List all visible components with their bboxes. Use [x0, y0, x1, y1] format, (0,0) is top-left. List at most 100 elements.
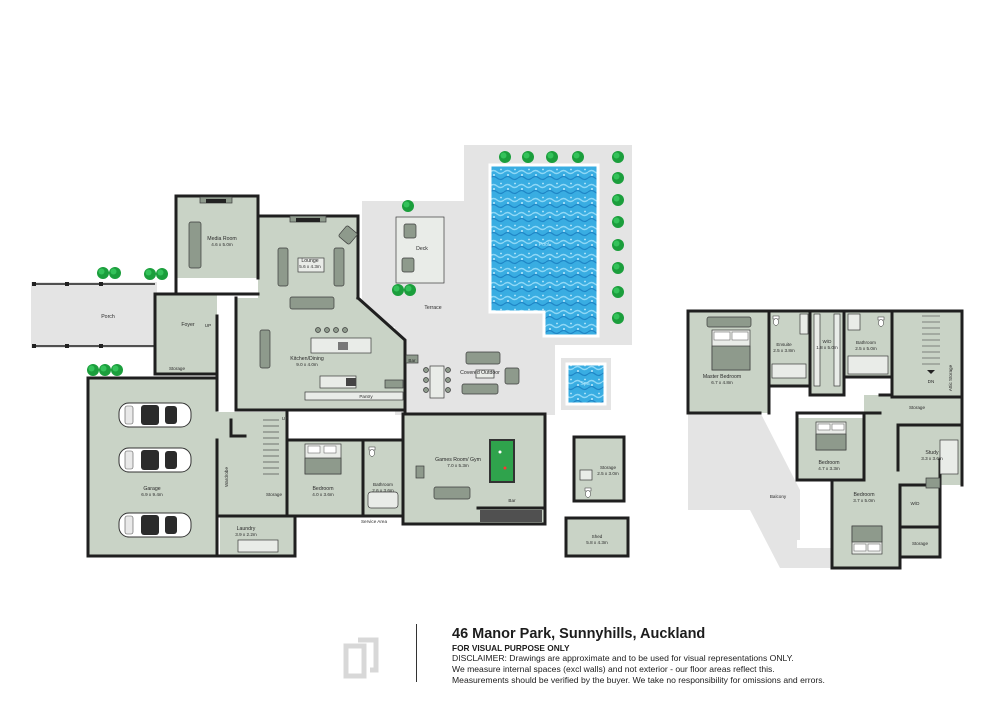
spa-water [565, 362, 607, 406]
label-service-area: Service Area [361, 519, 387, 524]
logo-icon [343, 637, 379, 679]
upper-floor-walls [686, 309, 964, 570]
visual-purpose-note: FOR VISUAL PURPOSE ONLY [452, 643, 570, 653]
label-storage-upper-2: Storage [912, 541, 929, 546]
label-dn: DN [928, 379, 935, 384]
size-bedroom-upper-1: 4.7 x 3.3m [818, 466, 840, 471]
footer-text: 46 Manor Park, Sunnyhills, Auckland FOR … [452, 626, 992, 686]
label-storage-stair: Storage [266, 492, 283, 497]
toilet-icon [584, 487, 592, 498]
storage-outbuilding [574, 437, 624, 501]
label-up-2: UP [282, 416, 288, 421]
tree-icon [546, 151, 558, 163]
label-study: Study [925, 450, 939, 456]
label-wd-master: W/D [823, 339, 833, 344]
size-kitchen: 9.0 x 4.0m [296, 362, 318, 367]
label-garage: Garage [143, 486, 160, 492]
tree-icon [156, 268, 168, 280]
label-ensuite: Ensuite [776, 342, 792, 347]
size-garage: 6.9 x 9.4m [141, 492, 163, 497]
size-study: 3.3 x 3.6m [921, 456, 943, 461]
tree-icon [144, 268, 156, 280]
tree-icon [612, 172, 624, 184]
toilet-icon [877, 316, 885, 327]
label-foyer: Foyer [181, 322, 195, 328]
games-room [403, 414, 545, 524]
label-pool: Pool [539, 242, 549, 248]
covered-outdoor-area [395, 327, 555, 415]
tree-icon [612, 151, 624, 163]
tree-icon [404, 284, 416, 296]
label-wd-upper: W/D [911, 501, 921, 506]
size-shed: 5.8 x 4.3m [586, 540, 608, 545]
pool-table-icon [489, 439, 515, 483]
wd-upper [900, 485, 940, 527]
tree-icon [402, 200, 414, 212]
pool-water [488, 163, 600, 338]
tree-icon [99, 364, 111, 376]
disclaimer-line-2: We measure internal spaces (excl walls) … [452, 664, 775, 674]
tree-icon [109, 267, 121, 279]
label-spa: Spa [580, 381, 589, 387]
label-porch: Porch [101, 314, 115, 320]
label-shed: Shed [592, 534, 603, 539]
label-pantry: Pantry [359, 394, 373, 399]
size-ensuite: 2.5 x 3.8m [773, 348, 795, 353]
sofa-icon [188, 221, 202, 269]
tree-icon [97, 267, 109, 279]
label-bathroom-upper: Bathroom [856, 340, 876, 345]
tree-icon [612, 312, 624, 324]
label-kitchen: Kitchen/Dining [290, 356, 324, 362]
label-bar-1: Bar [408, 358, 416, 363]
size-master-bedroom: 6.7 x 4.8m [711, 380, 733, 385]
label-balcony: Balcony [770, 494, 787, 499]
label-covered-outdoor: Covered Outdoor [460, 370, 500, 376]
label-bathroom-ground: Bathroom [373, 482, 393, 487]
tree-icon [612, 239, 624, 251]
label-terrace: Terrace [424, 305, 441, 311]
size-bedroom-upper-2: 3.7 x 5.0m [853, 498, 875, 503]
shed [566, 518, 628, 556]
disclaimer-line-1: DISCLAIMER: Drawings are approximate and… [452, 653, 794, 663]
upper-floor-furniture [706, 313, 959, 555]
storage-upper-1 [892, 397, 962, 425]
label-storage-out: Storage [600, 465, 617, 470]
label-bedroom-upper-2: Bedroom [853, 492, 874, 498]
size-wd-master: 1.8 x 5.0m [816, 345, 838, 350]
ground-floor-walls [86, 194, 630, 558]
tree-icon [612, 216, 624, 228]
toilet-icon [772, 315, 780, 326]
tree-icon [392, 284, 404, 296]
car-icon [118, 402, 192, 428]
porch-area [31, 282, 157, 348]
label-lounge: Lounge [301, 258, 318, 264]
tree-icon [612, 262, 624, 274]
size-games-room: 7.0 x 5.3m [447, 463, 469, 468]
storage-entry [155, 352, 217, 374]
label-bedroom-upper-1: Bedroom [818, 460, 839, 466]
tree-icon [612, 194, 624, 206]
wardrobe-stair-area [217, 412, 287, 516]
tree-icon [111, 364, 123, 376]
hallway-upper [864, 395, 898, 480]
label-master-bedroom: Master Bedroom [703, 374, 741, 380]
size-laundry: 3.9 x 2.2m [235, 532, 257, 537]
tree-icon [87, 364, 99, 376]
tree-icon [499, 151, 511, 163]
tree-icon [572, 151, 584, 163]
label-up-1: UP [205, 323, 211, 328]
car-icon [118, 512, 192, 538]
label-deck: Deck [416, 246, 428, 252]
size-bathroom-ground: 2.6 x 3.6m [372, 488, 394, 493]
storage-upper-2 [900, 527, 940, 557]
label-storage-upper-1: Storage [909, 405, 926, 410]
ground-floor-furniture [118, 196, 593, 553]
label-bedroom-ground: Bedroom [312, 486, 333, 492]
label-games-room: Games Room/ Gym [435, 457, 481, 463]
property-address: 46 Manor Park, Sunnyhills, Auckland [452, 626, 706, 642]
tree-icon [522, 151, 534, 163]
label-laundry: Laundry [237, 526, 256, 532]
foyer [155, 294, 217, 352]
size-media-room: 4.6 x 5.0m [211, 242, 233, 247]
